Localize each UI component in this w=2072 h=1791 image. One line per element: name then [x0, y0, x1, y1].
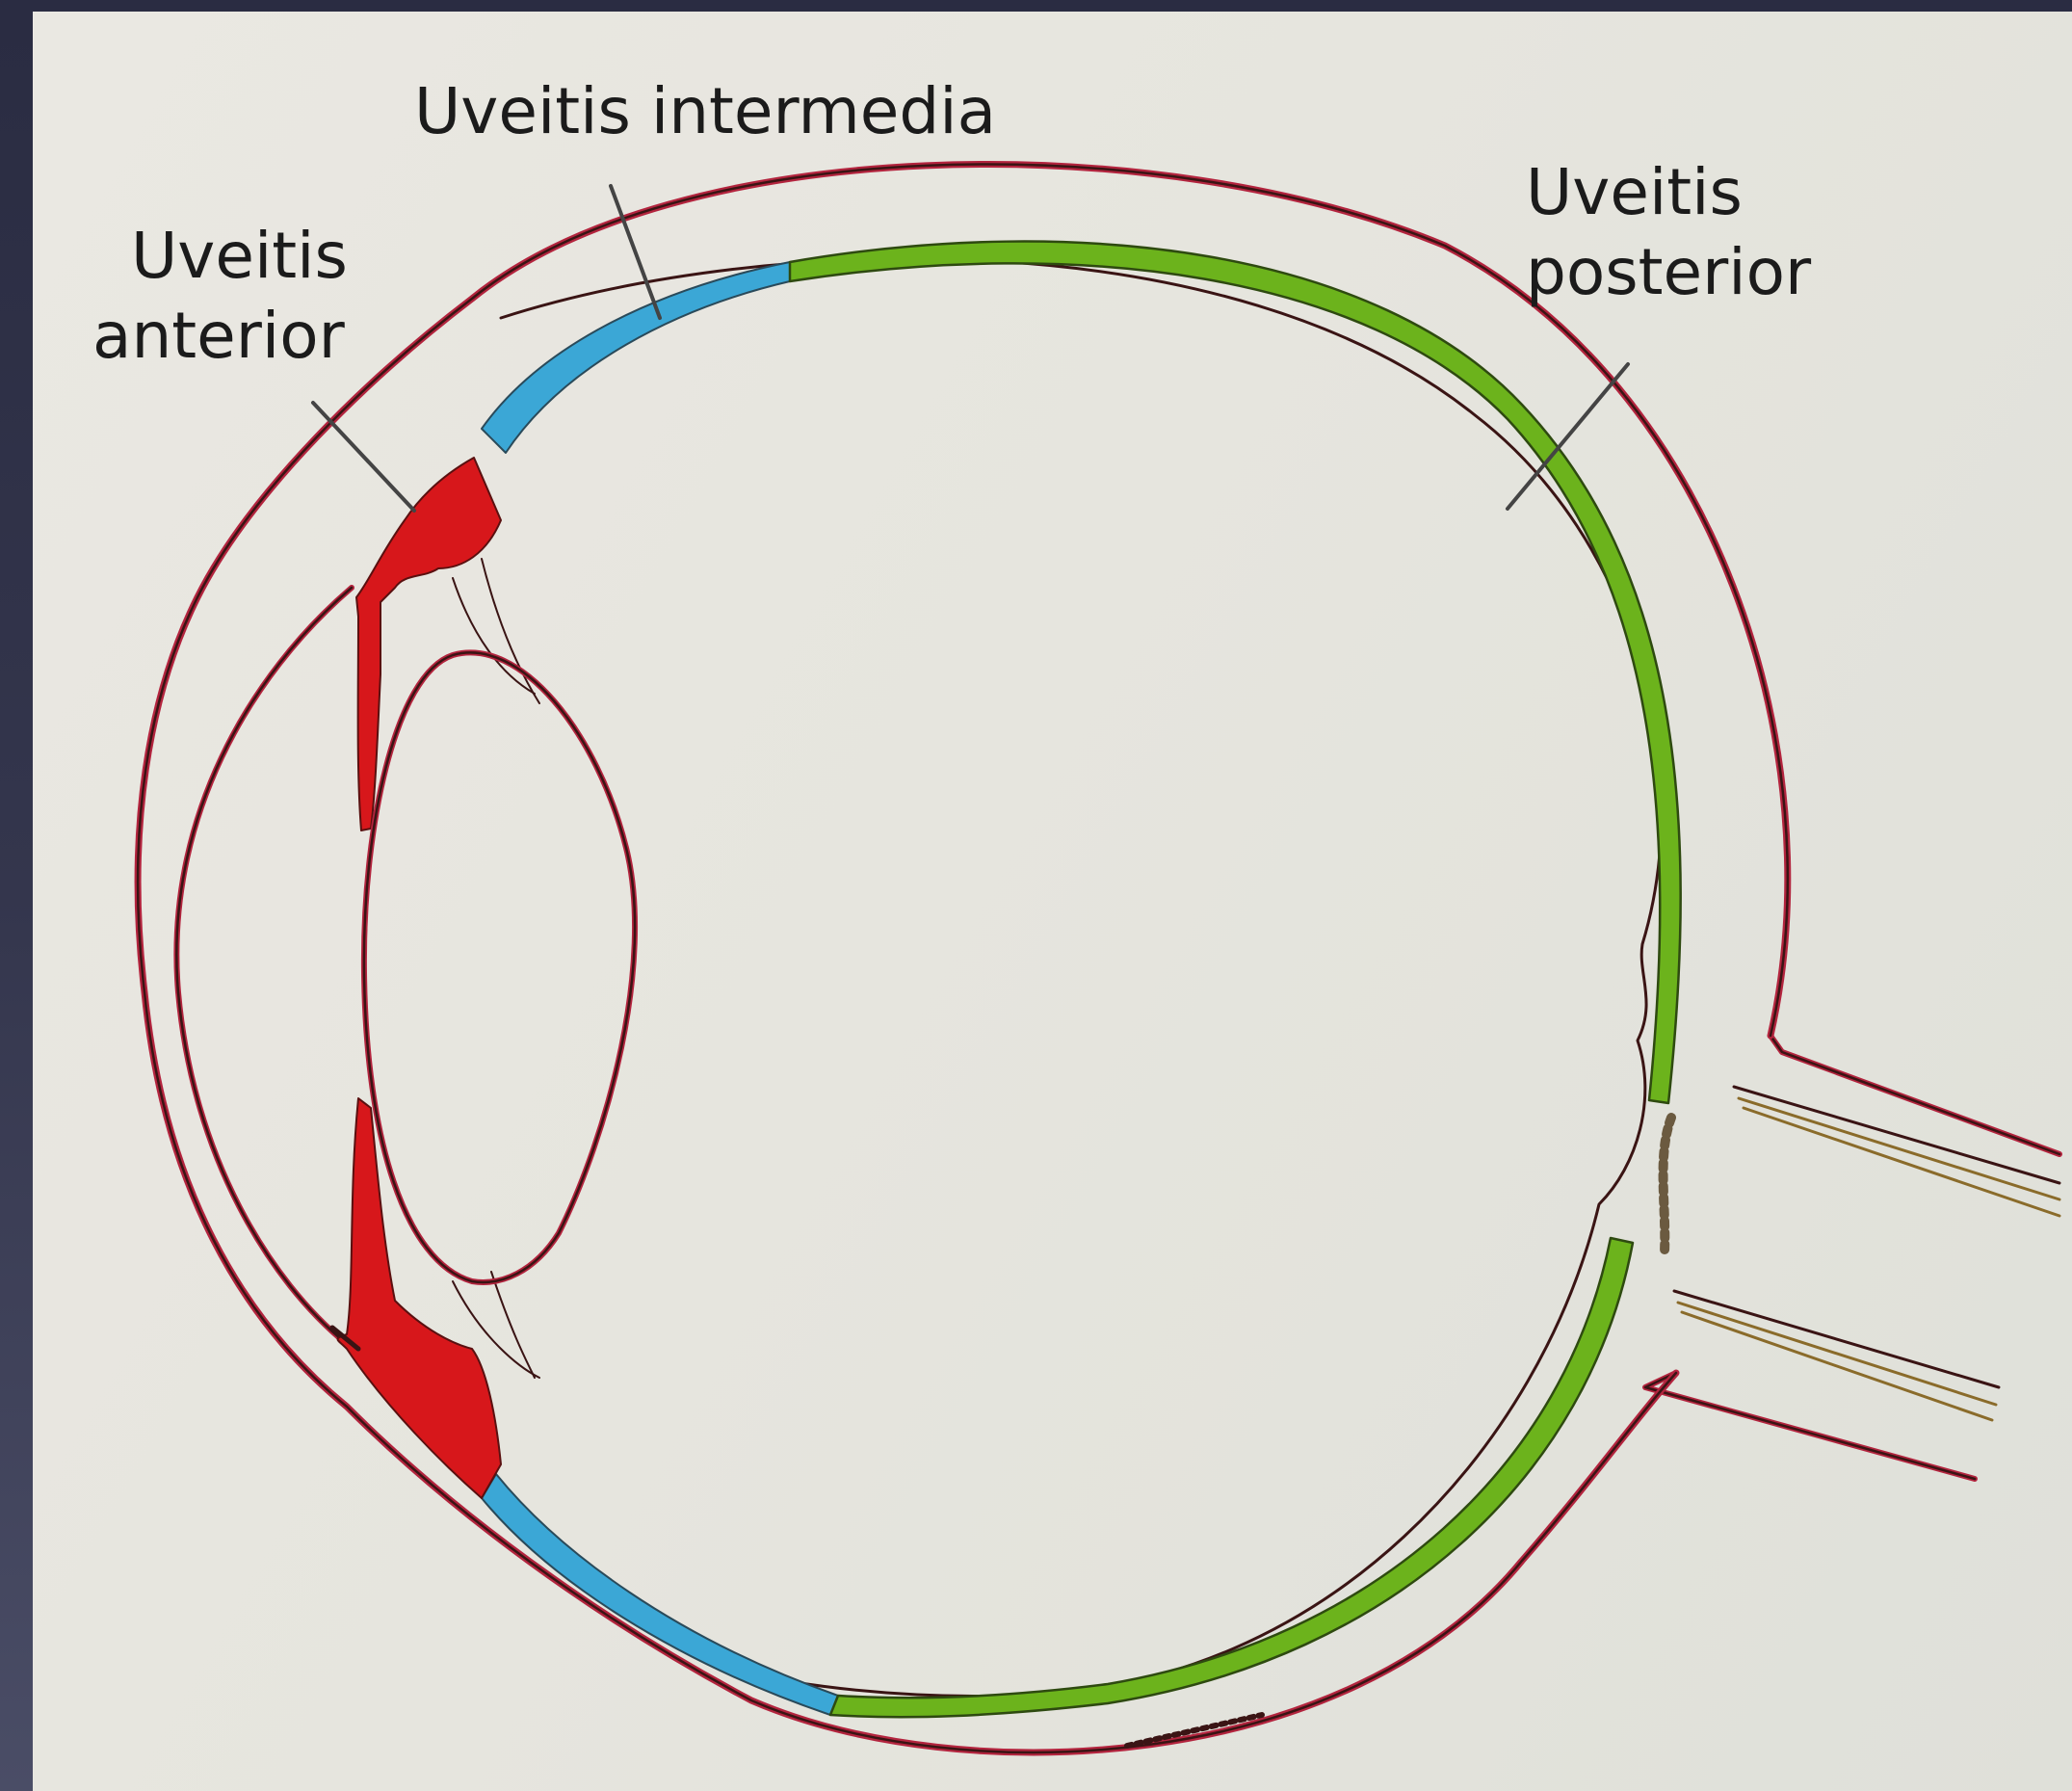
retina-outline	[501, 259, 1662, 1697]
label-uveitis-anterior: Uveitis anterior	[92, 216, 348, 376]
posterior-uveitis-region-lower	[830, 1238, 1633, 1717]
optic-nerve	[1645, 1036, 2059, 1479]
cornea	[176, 588, 352, 1344]
lens	[364, 652, 635, 1281]
label-uveitis-posterior: Uveitis posterior	[1526, 152, 1811, 312]
label-posterior-line-1: Uveitis	[1526, 152, 1811, 232]
leader-line-anterior	[313, 403, 414, 511]
zonule-fibers	[453, 559, 539, 1378]
label-anterior-line-2: anterior	[92, 296, 348, 376]
posterior-uveitis-region	[790, 242, 1681, 1103]
label-posterior-line-2: posterior	[1526, 232, 1811, 312]
intermediate-uveitis-region	[482, 262, 838, 1715]
scleral-hatch-mark	[1127, 1715, 1262, 1746]
sclera-outline	[138, 165, 1788, 1752]
label-anterior-line-1: Uveitis	[92, 216, 348, 296]
label-uveitis-intermedia: Uveitis intermedia	[414, 71, 996, 151]
